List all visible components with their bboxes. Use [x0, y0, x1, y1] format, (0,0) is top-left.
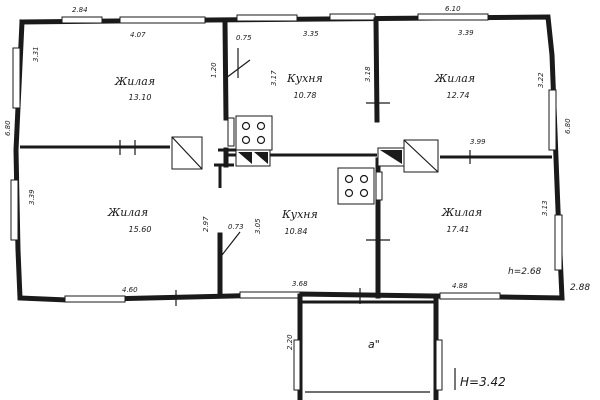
dim-room6-width: 4.88 [452, 282, 468, 290]
room-area: 17.41 [447, 225, 470, 234]
dim-room3-width: 3.39 [458, 29, 474, 37]
room-labels: Жилая 13.10 Кухня 10.78 Жилая 12.74 Жила… [107, 72, 482, 236]
dim-left-total: 6.80 [4, 120, 12, 136]
dim-room1-door: 0.75 [236, 34, 252, 42]
dim-room1-height: 3.31 [32, 46, 40, 62]
porch-label: а" [368, 338, 380, 351]
dimension-labels: 2.84 6.10 4.07 3.31 0.75 3.35 3.17 1.20 … [4, 5, 590, 350]
dim-kitchen1-width: 3.35 [303, 30, 319, 38]
room-area: 10.78 [294, 91, 317, 100]
stoves [171, 115, 439, 205]
dim-kitchen1-depth: 3.17 [270, 70, 278, 86]
windows [10, 13, 563, 303]
room-area: 13.10 [129, 93, 152, 102]
height-note: H=3.42 [460, 375, 506, 389]
ceiling-height: h=2.68 [508, 267, 542, 277]
room-area: 10.84 [285, 227, 308, 236]
room-name: Кухня [286, 72, 323, 85]
room-name: Жилая [107, 206, 148, 219]
dim-kitchen2-door: 0.73 [228, 223, 244, 231]
dim-kitchen1-pass: 1.20 [210, 62, 218, 78]
room-name: Жилая [434, 72, 475, 85]
dim-outer-right: 2.88 [570, 283, 590, 293]
room-name: Жилая [114, 75, 155, 88]
dim-room6-height: 3.13 [541, 200, 549, 216]
dim-kitchen2-height: 2.97 [202, 216, 210, 232]
dim-right-total: 6.80 [564, 118, 572, 134]
dim-kitchen2-depth: 3.05 [254, 218, 262, 234]
dim-room3-height: 3.22 [537, 72, 545, 88]
dim-room4-height: 3.39 [28, 189, 36, 205]
outer-walls [13, 14, 565, 303]
interior-walls [20, 17, 552, 299]
door-marks [119, 48, 471, 306]
dim-room4-width: 4.60 [122, 286, 138, 294]
room-name: Жилая [441, 206, 482, 219]
room-area: 12.74 [447, 91, 470, 100]
room-name: Кухня [281, 208, 318, 221]
dim-top-left: 2.84 [72, 6, 88, 14]
dim-top-right: 6.10 [445, 5, 461, 13]
porch [293, 293, 443, 400]
dim-porch-depth: 2.20 [286, 334, 294, 350]
dim-room1-width: 4.07 [130, 31, 146, 39]
room-area: 15.60 [129, 225, 152, 234]
dim-kitchen2-width: 3.68 [292, 280, 308, 288]
dim-kitchen-mid: 3.18 [364, 66, 372, 82]
dim-room3-lower: 3.99 [470, 138, 486, 146]
